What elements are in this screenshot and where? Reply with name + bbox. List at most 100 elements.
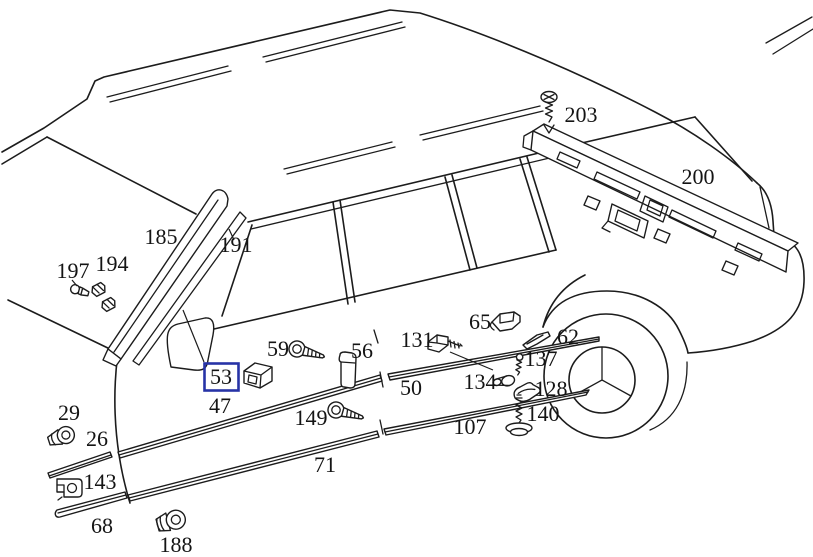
part-label-200[interactable]: 200 (682, 164, 715, 189)
quarter-panel-crease (542, 274, 586, 328)
part-label-65[interactable]: 65 (469, 309, 491, 334)
part-203-screw-icon[interactable] (540, 90, 558, 134)
clip-edges (427, 334, 449, 346)
grommet-hole (61, 430, 71, 440)
car-body-outline (1, 9, 813, 504)
part-47-moulding[interactable] (117, 374, 383, 459)
window-top-line (250, 155, 559, 230)
part-label-26[interactable]: 26 (86, 426, 108, 451)
part-137-stud-icon[interactable] (515, 353, 524, 376)
part-191-trim-strip[interactable] (132, 211, 247, 366)
clip-slot (56, 484, 65, 501)
part-label-50[interactable]: 50 (400, 375, 422, 400)
grommet-face (165, 509, 187, 530)
clip-body (56, 478, 83, 498)
part-143-clip-icon[interactable] (56, 478, 83, 501)
part-200-roof-rail-panel[interactable] (522, 123, 799, 276)
rear-wheel-arch (542, 290, 689, 354)
beltline (213, 249, 557, 330)
part-128-clip-icon[interactable] (512, 381, 541, 403)
part-label-53[interactable]: 53 (210, 364, 232, 389)
part-50-moulding[interactable] (387, 336, 600, 381)
panel-bracket-inner (601, 209, 641, 233)
tailgate-edge (756, 182, 775, 237)
screw-head (509, 427, 529, 437)
part-149-screw-icon[interactable] (326, 400, 365, 425)
grommet-face (56, 425, 76, 445)
b-pillar (332, 199, 356, 305)
clip-cube (243, 362, 273, 389)
a-pillar-moulding-ridge (113, 199, 219, 353)
part-134-plug-icon[interactable] (492, 374, 516, 390)
part-label-149[interactable]: 149 (295, 405, 328, 430)
part-194-clip-pair-icon[interactable] (89, 280, 117, 313)
part-label-191[interactable]: 191 (220, 232, 253, 257)
part-68-moulding[interactable] (54, 491, 128, 518)
screw-threads (306, 347, 321, 359)
part-label-131[interactable]: 131 (401, 327, 434, 352)
screw-thread (544, 101, 554, 123)
part-188-grommet-icon[interactable] (155, 508, 188, 534)
part-53-square-clip-icon[interactable] (243, 362, 273, 389)
part-label-137[interactable]: 137 (525, 346, 558, 371)
insert-arrow-icon (543, 124, 555, 134)
part-197-rivet-icon[interactable] (69, 284, 90, 297)
part-label-128[interactable]: 128 (535, 376, 568, 401)
d-pillar-front-edge (519, 156, 557, 253)
moulding-47-ridge (118, 377, 382, 456)
part-65-clip-icon[interactable] (489, 311, 521, 332)
part-label-29[interactable]: 29 (58, 400, 80, 425)
screw-slot (543, 93, 555, 101)
part-29-grommet-icon[interactable] (46, 424, 76, 448)
screw-head-inner (331, 405, 341, 415)
part-label-203[interactable]: 203 (565, 102, 598, 127)
part-label-68[interactable]: 68 (91, 513, 113, 538)
part-label-194[interactable]: 194 (96, 251, 129, 276)
moulding-26-ridge (48, 454, 112, 477)
part-label-188[interactable]: 188 (160, 532, 193, 557)
clip-a-folds (91, 283, 105, 294)
part-26-moulding[interactable] (47, 451, 113, 479)
part-62-wedge-icon[interactable] (522, 331, 551, 350)
leader-53 (182, 309, 205, 363)
rear-wheel (543, 313, 669, 439)
part-labels: 185 191 197 194 203 200 59 56 53 65 131 … (57, 102, 715, 557)
roof-strips (106, 21, 544, 175)
part-131-clip-icon[interactable] (427, 334, 463, 353)
part-140-screw-icon[interactable] (505, 394, 533, 437)
part-label-56[interactable]: 56 (351, 338, 373, 363)
part-label-143[interactable]: 143 (84, 469, 117, 494)
panel-left-cap (522, 130, 534, 151)
clip-screw (447, 339, 463, 349)
plug-sides (495, 375, 511, 387)
screw-thread (515, 398, 523, 424)
part-label-62[interactable]: 62 (557, 324, 579, 349)
screw-shaft (340, 406, 365, 420)
part-label-140[interactable]: 140 (527, 401, 560, 426)
part-71-moulding[interactable] (127, 430, 380, 502)
part-label-71[interactable]: 71 (314, 452, 336, 477)
part-185-a-pillar-moulding[interactable] (102, 189, 229, 367)
screw-tip (515, 394, 523, 399)
clip-hole (247, 374, 258, 385)
part-label-107[interactable]: 107 (454, 414, 487, 439)
roof-strip-right (283, 105, 544, 175)
bracket-fold (340, 361, 356, 364)
grommet-ridge (50, 433, 56, 446)
part-label-59[interactable]: 59 (267, 336, 289, 361)
selection-box[interactable] (203, 362, 240, 392)
d-pillar (694, 116, 753, 182)
moulding-50-ridge (388, 338, 600, 378)
part-label-185[interactable]: 185 (145, 224, 178, 249)
a-pillar-edge (46, 136, 197, 215)
part-56-bracket-icon[interactable] (338, 351, 357, 389)
part-59-screw-icon[interactable] (287, 339, 326, 364)
clip-folds (499, 311, 515, 324)
part-label-197[interactable]: 197 (57, 258, 90, 283)
screw-head-inner (292, 344, 302, 354)
panel-tabs (583, 195, 739, 276)
part-label-47[interactable]: 47 (209, 393, 231, 418)
part-label-134[interactable]: 134 (464, 369, 497, 394)
taillight-line (759, 186, 770, 229)
